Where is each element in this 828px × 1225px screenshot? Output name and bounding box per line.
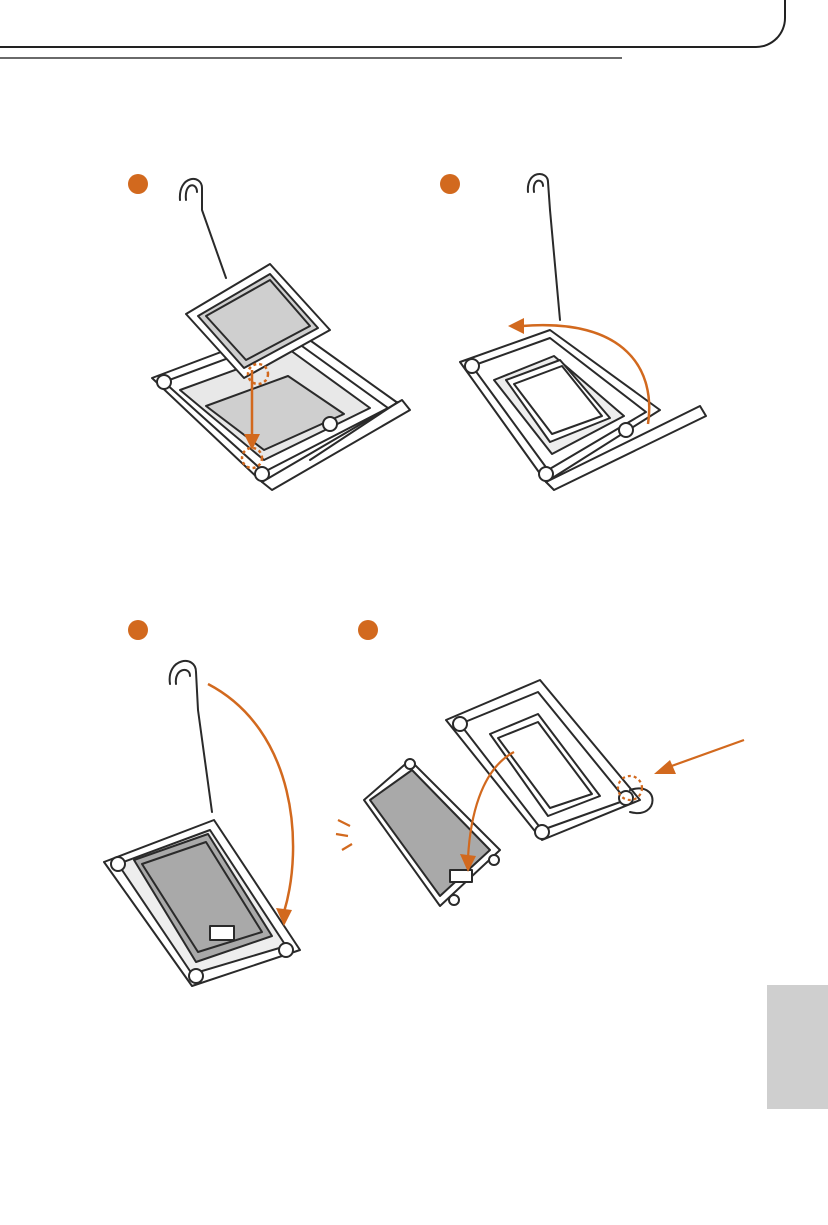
figure-step-1: [140, 170, 420, 510]
figure-step-3: [100, 650, 320, 990]
step-marker-4: [358, 620, 378, 640]
header-rule: [0, 57, 622, 59]
language-side-tab: [767, 985, 828, 1109]
page-header-tab: [0, 0, 786, 48]
socket-lever: [528, 174, 560, 320]
figure-step-4: [330, 650, 750, 920]
step-marker-3: [128, 620, 148, 640]
figure-step-2: [450, 170, 720, 500]
